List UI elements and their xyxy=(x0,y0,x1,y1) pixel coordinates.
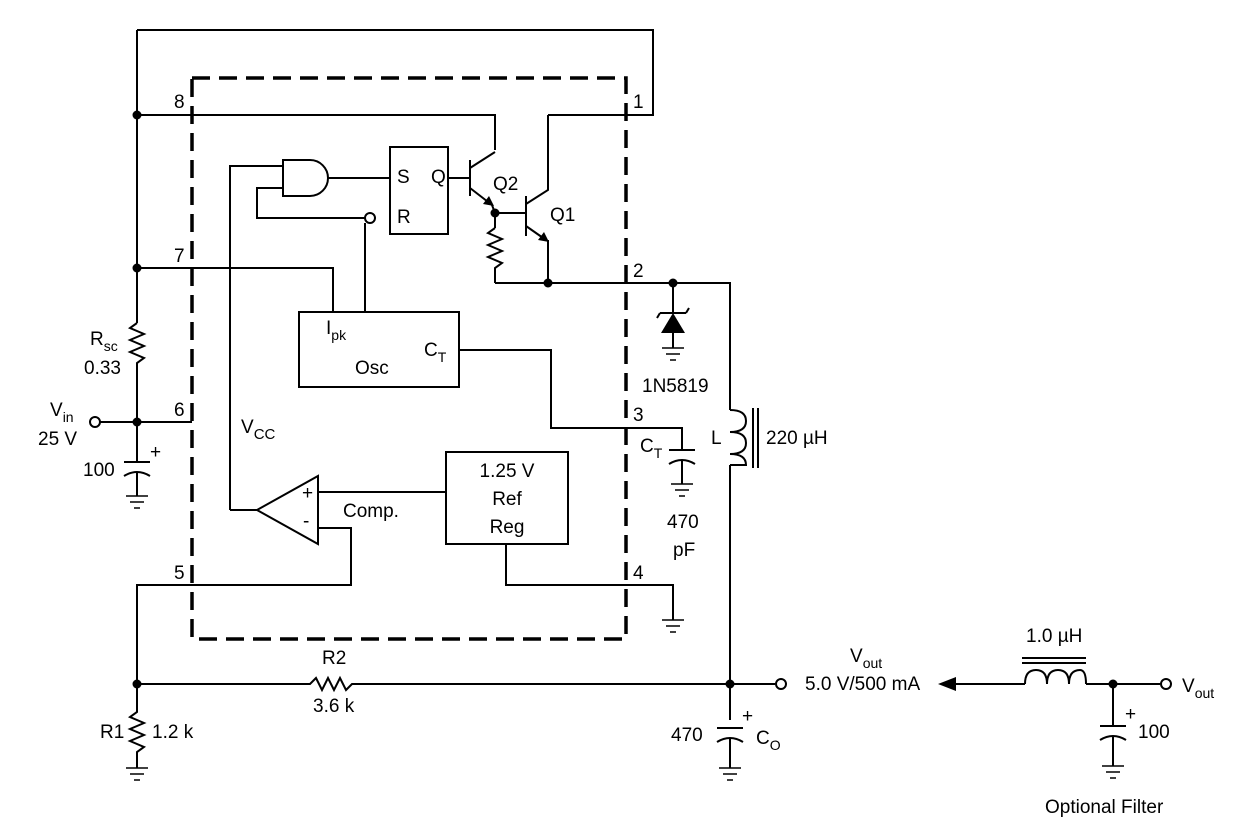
pin2-switch-node-wire xyxy=(495,282,731,410)
r1-label: R1 xyxy=(100,722,124,743)
rsc-label: Rsc xyxy=(90,329,118,354)
q1-collector xyxy=(525,115,549,205)
diode-icon xyxy=(661,313,685,333)
pin-6-label: 6 xyxy=(174,400,185,421)
vout-terminal xyxy=(775,678,787,690)
filter-inductor-value: 1.0 µH xyxy=(1026,626,1082,647)
co-value: 470 xyxy=(671,725,703,746)
ff-r-label: R xyxy=(397,207,411,228)
comp-plus-sign: + xyxy=(302,483,313,504)
cin-plus: + xyxy=(150,442,161,463)
pin-2-label: 2 xyxy=(633,261,644,282)
vout-label: Vout xyxy=(850,646,882,671)
co-label: CO xyxy=(756,728,781,753)
rsc-resistor xyxy=(127,322,147,422)
q2-arrow-icon xyxy=(483,196,494,206)
pin-3-label: 3 xyxy=(633,405,644,426)
ground-icon-r1 xyxy=(126,767,148,781)
pin4-ground-wire xyxy=(505,544,674,620)
ff-s-label: S xyxy=(397,167,410,188)
vcc-feedback-wire xyxy=(229,165,283,510)
pin-7-label: 7 xyxy=(174,246,185,267)
internal-resistor xyxy=(485,227,505,283)
and-gate xyxy=(282,159,329,197)
r1-value: 1.2 k xyxy=(152,722,194,743)
filter-inductor-core xyxy=(1022,657,1086,664)
ct-value2: pF xyxy=(673,540,695,561)
q1-arrow-icon xyxy=(538,232,549,242)
filter-vout-label: Vout xyxy=(1182,676,1214,701)
osc-ipk-label: Ipk xyxy=(326,318,347,343)
pin-1-label: 1 xyxy=(633,92,644,113)
inductor-l xyxy=(729,409,748,466)
ground-icon-filter xyxy=(1102,765,1124,779)
vin-terminal xyxy=(89,416,101,428)
q1-label: Q1 xyxy=(550,205,575,226)
diode-schottky-bar xyxy=(656,307,690,319)
ground-icon-cin xyxy=(126,495,148,509)
ct-label: CT xyxy=(640,436,663,461)
and-to-r-wire xyxy=(256,187,365,219)
ref-line2: Ref xyxy=(492,489,522,510)
filter-cap-plus: + xyxy=(1125,704,1136,725)
co-plus: + xyxy=(742,706,753,727)
ref-line3: Reg xyxy=(490,517,525,538)
pin-5-label: 5 xyxy=(174,563,185,584)
filter-inductor xyxy=(1024,668,1087,685)
r1-resistor xyxy=(127,684,147,768)
osc-ct-label: CT xyxy=(424,340,447,365)
comp-minus-sign: - xyxy=(303,511,309,532)
comparator xyxy=(254,474,319,546)
pin-4-label: 4 xyxy=(633,563,644,584)
cin-value: 100 xyxy=(83,460,115,481)
filter-arrow-icon xyxy=(938,677,956,691)
node-dot xyxy=(132,110,142,120)
comp-minus-wire xyxy=(136,527,352,684)
node-dot xyxy=(543,278,553,288)
r2-resistor xyxy=(137,675,730,693)
ref-line1: 1.25 V xyxy=(480,461,535,482)
inductor-core xyxy=(752,408,759,468)
ct-value1: 470 xyxy=(667,512,699,533)
q2-collector xyxy=(469,151,496,169)
pin-8-label: 8 xyxy=(174,92,185,113)
rsc-value: 0.33 xyxy=(84,358,121,379)
optional-filter-label: Optional Filter xyxy=(1045,797,1164,818)
r2-label: R2 xyxy=(322,648,346,669)
inductor-label: L xyxy=(711,428,722,449)
ff-q-label: Q xyxy=(431,167,446,188)
pin8-wire xyxy=(137,114,496,150)
q2-label: Q2 xyxy=(493,174,518,195)
comp-label: Comp. xyxy=(343,501,399,522)
ground-icon-co xyxy=(719,767,741,781)
osc-label: Osc xyxy=(355,358,389,379)
vin-value: 25 V xyxy=(38,429,77,450)
diode-label: 1N5819 xyxy=(642,376,709,397)
node-dot xyxy=(132,417,142,427)
filter-cap-value: 100 xyxy=(1138,722,1170,743)
filter-vout-terminal xyxy=(1160,678,1172,690)
node-dot xyxy=(132,263,142,273)
ct-wire xyxy=(459,349,683,450)
pin1-loop-wire xyxy=(137,29,654,116)
ground-icon-ct xyxy=(671,483,693,497)
ic-boundary xyxy=(190,76,628,641)
flip-flop xyxy=(389,146,449,235)
vin-label: Vin xyxy=(50,400,74,425)
r2-value: 3.6 k xyxy=(313,696,355,717)
vout-value: 5.0 V/500 mA xyxy=(805,674,920,695)
ground-icon-pin4 xyxy=(662,619,684,633)
pin7-wire xyxy=(137,267,334,312)
reset-inverter-bubble xyxy=(364,212,376,224)
ground-icon-diode xyxy=(662,347,684,361)
vcc-label: VCC xyxy=(241,417,276,443)
inductor-value: 220 µH xyxy=(766,428,828,449)
